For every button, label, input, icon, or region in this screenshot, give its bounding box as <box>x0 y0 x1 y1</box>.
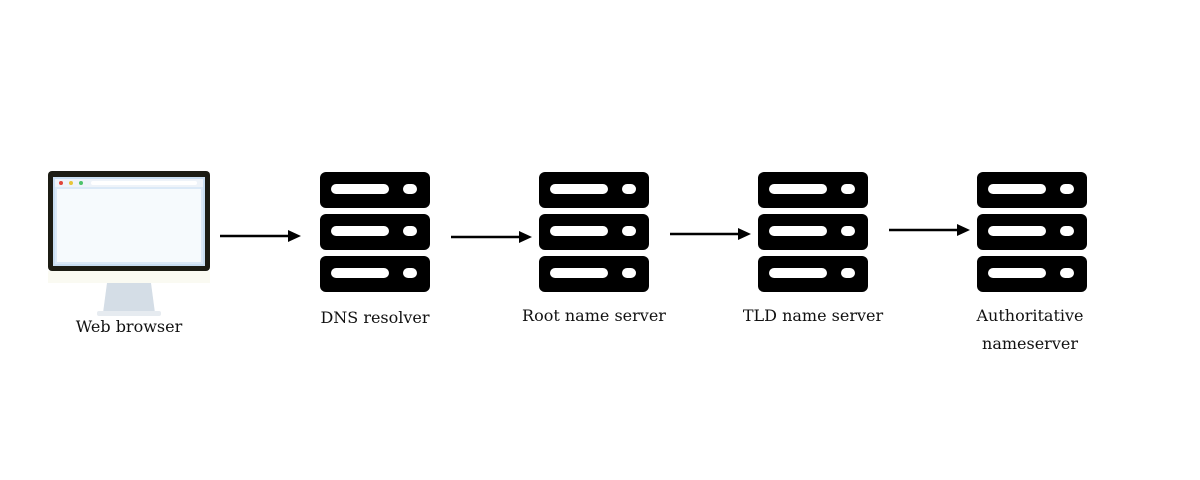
server-rack-icon <box>320 172 430 292</box>
monitor-browser-icon <box>48 171 210 316</box>
server-rack-icon <box>977 172 1087 292</box>
dns-resolver-label: DNS resolver <box>320 308 430 327</box>
authoritative-nameserver-node <box>975 170 1089 294</box>
arrow-right-icon <box>887 222 973 238</box>
arrow-right-icon <box>218 228 304 244</box>
web-browser-node <box>47 170 211 318</box>
authoritative-label-line2: nameserver <box>982 334 1078 353</box>
server-rack-icon <box>539 172 649 292</box>
authoritative-label-line1: Authoritative <box>976 306 1084 325</box>
tld-name-server-label: TLD name server <box>742 306 884 325</box>
web-browser-label: Web browser <box>75 317 183 336</box>
server-rack-icon <box>758 172 868 292</box>
arrow-right-icon <box>449 229 535 245</box>
authoritative-nameserver-label: Authoritative nameserver <box>950 302 1110 358</box>
arrow-right-icon <box>668 226 754 242</box>
root-name-server-node <box>537 170 651 294</box>
dns-resolver-node <box>318 170 432 294</box>
root-name-server-label: Root name server <box>522 306 666 325</box>
tld-name-server-node <box>756 170 870 294</box>
